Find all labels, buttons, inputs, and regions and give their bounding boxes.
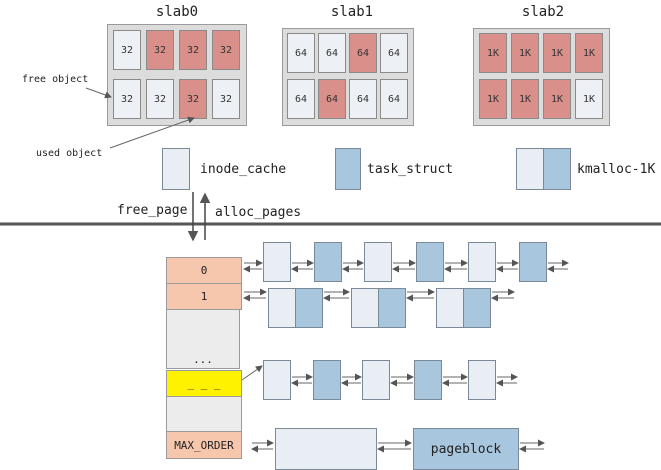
order0-links bbox=[243, 259, 569, 273]
slab1-object: 64 bbox=[380, 33, 408, 73]
slab1-object: 64 bbox=[380, 79, 408, 119]
order0-task-block bbox=[416, 242, 444, 282]
order0-free-block bbox=[263, 242, 291, 282]
order1-free-block bbox=[436, 288, 464, 328]
order0-task-block bbox=[519, 242, 547, 282]
alloc-pages-label: alloc_pages bbox=[215, 205, 302, 220]
kmalloc-swatch-right bbox=[543, 148, 571, 190]
orderN-task-block bbox=[313, 360, 341, 400]
order1-task-block bbox=[378, 288, 406, 328]
slab0-object: 32 bbox=[113, 79, 141, 119]
slab0-title: slab0 bbox=[155, 4, 199, 20]
order0-task-block bbox=[314, 242, 342, 282]
order1-task-block bbox=[463, 288, 491, 328]
order1-task-block bbox=[295, 288, 323, 328]
orderN-links bbox=[241, 365, 518, 387]
free-page-label: free_page bbox=[117, 203, 188, 218]
slab2-object: 1K bbox=[511, 79, 539, 119]
inode-cache-swatch bbox=[162, 148, 190, 190]
slab2-box: 1K 1K 1K 1K 1K 1K 1K 1K bbox=[473, 28, 610, 126]
slab2-object: 1K bbox=[575, 33, 603, 73]
order-1-cell: 1 bbox=[166, 283, 242, 310]
order-blank-cell bbox=[166, 396, 242, 432]
slab0-box: 32 32 32 32 32 32 32 32 bbox=[107, 24, 247, 126]
orderN-task-block bbox=[414, 360, 442, 400]
slab2-object: 1K bbox=[543, 33, 571, 73]
free-object-label: free object bbox=[22, 74, 89, 85]
slab0-object: 32 bbox=[212, 30, 240, 70]
slab1-title: slab1 bbox=[330, 4, 374, 20]
order-ellipsis-cell: ... bbox=[166, 309, 240, 369]
max-order-links bbox=[251, 439, 545, 453]
slab2-object: 1K bbox=[479, 33, 507, 73]
slab0-object: 32 bbox=[146, 79, 174, 119]
inode-cache-label: inode_cache bbox=[200, 162, 287, 177]
slab2-title: slab2 bbox=[521, 4, 565, 20]
slab2-object: 1K bbox=[575, 79, 603, 119]
orderN-free-block bbox=[263, 360, 291, 400]
slab1-object: 64 bbox=[349, 33, 377, 73]
slab1-object: 64 bbox=[318, 79, 346, 119]
kmalloc-1k-label: kmalloc-1K bbox=[577, 162, 656, 177]
orderN-free-block bbox=[468, 360, 496, 400]
slab2-object: 1K bbox=[543, 79, 571, 119]
order0-free-block bbox=[468, 242, 496, 282]
task-struct-label: task_struct bbox=[367, 162, 454, 177]
slab0-object: 32 bbox=[146, 30, 174, 70]
order1-free-block bbox=[268, 288, 296, 328]
free-object-pointer bbox=[85, 87, 112, 99]
slab1-box: 64 64 64 64 64 64 64 64 bbox=[282, 28, 414, 126]
slab0-object: 32 bbox=[212, 79, 240, 119]
slab1-object: 64 bbox=[318, 33, 346, 73]
slab1-object: 64 bbox=[349, 79, 377, 119]
used-object-pointer bbox=[109, 116, 195, 149]
slab1-object: 64 bbox=[287, 79, 315, 119]
slab2-object: 1K bbox=[479, 79, 507, 119]
pageblock-label: pageblock bbox=[430, 441, 502, 457]
slab0-object: 32 bbox=[113, 30, 141, 70]
max-order-cell: MAX_ORDER bbox=[166, 431, 242, 459]
used-object-label: used object bbox=[36, 148, 103, 159]
max-order-free-block bbox=[275, 428, 377, 470]
slab1-object: 64 bbox=[287, 33, 315, 73]
slab2-object: 1K bbox=[511, 33, 539, 73]
order0-free-block bbox=[364, 242, 392, 282]
order1-links bbox=[243, 288, 515, 302]
orderN-free-block bbox=[362, 360, 390, 400]
task-struct-swatch bbox=[335, 148, 361, 190]
slab0-object: 32 bbox=[179, 30, 207, 70]
